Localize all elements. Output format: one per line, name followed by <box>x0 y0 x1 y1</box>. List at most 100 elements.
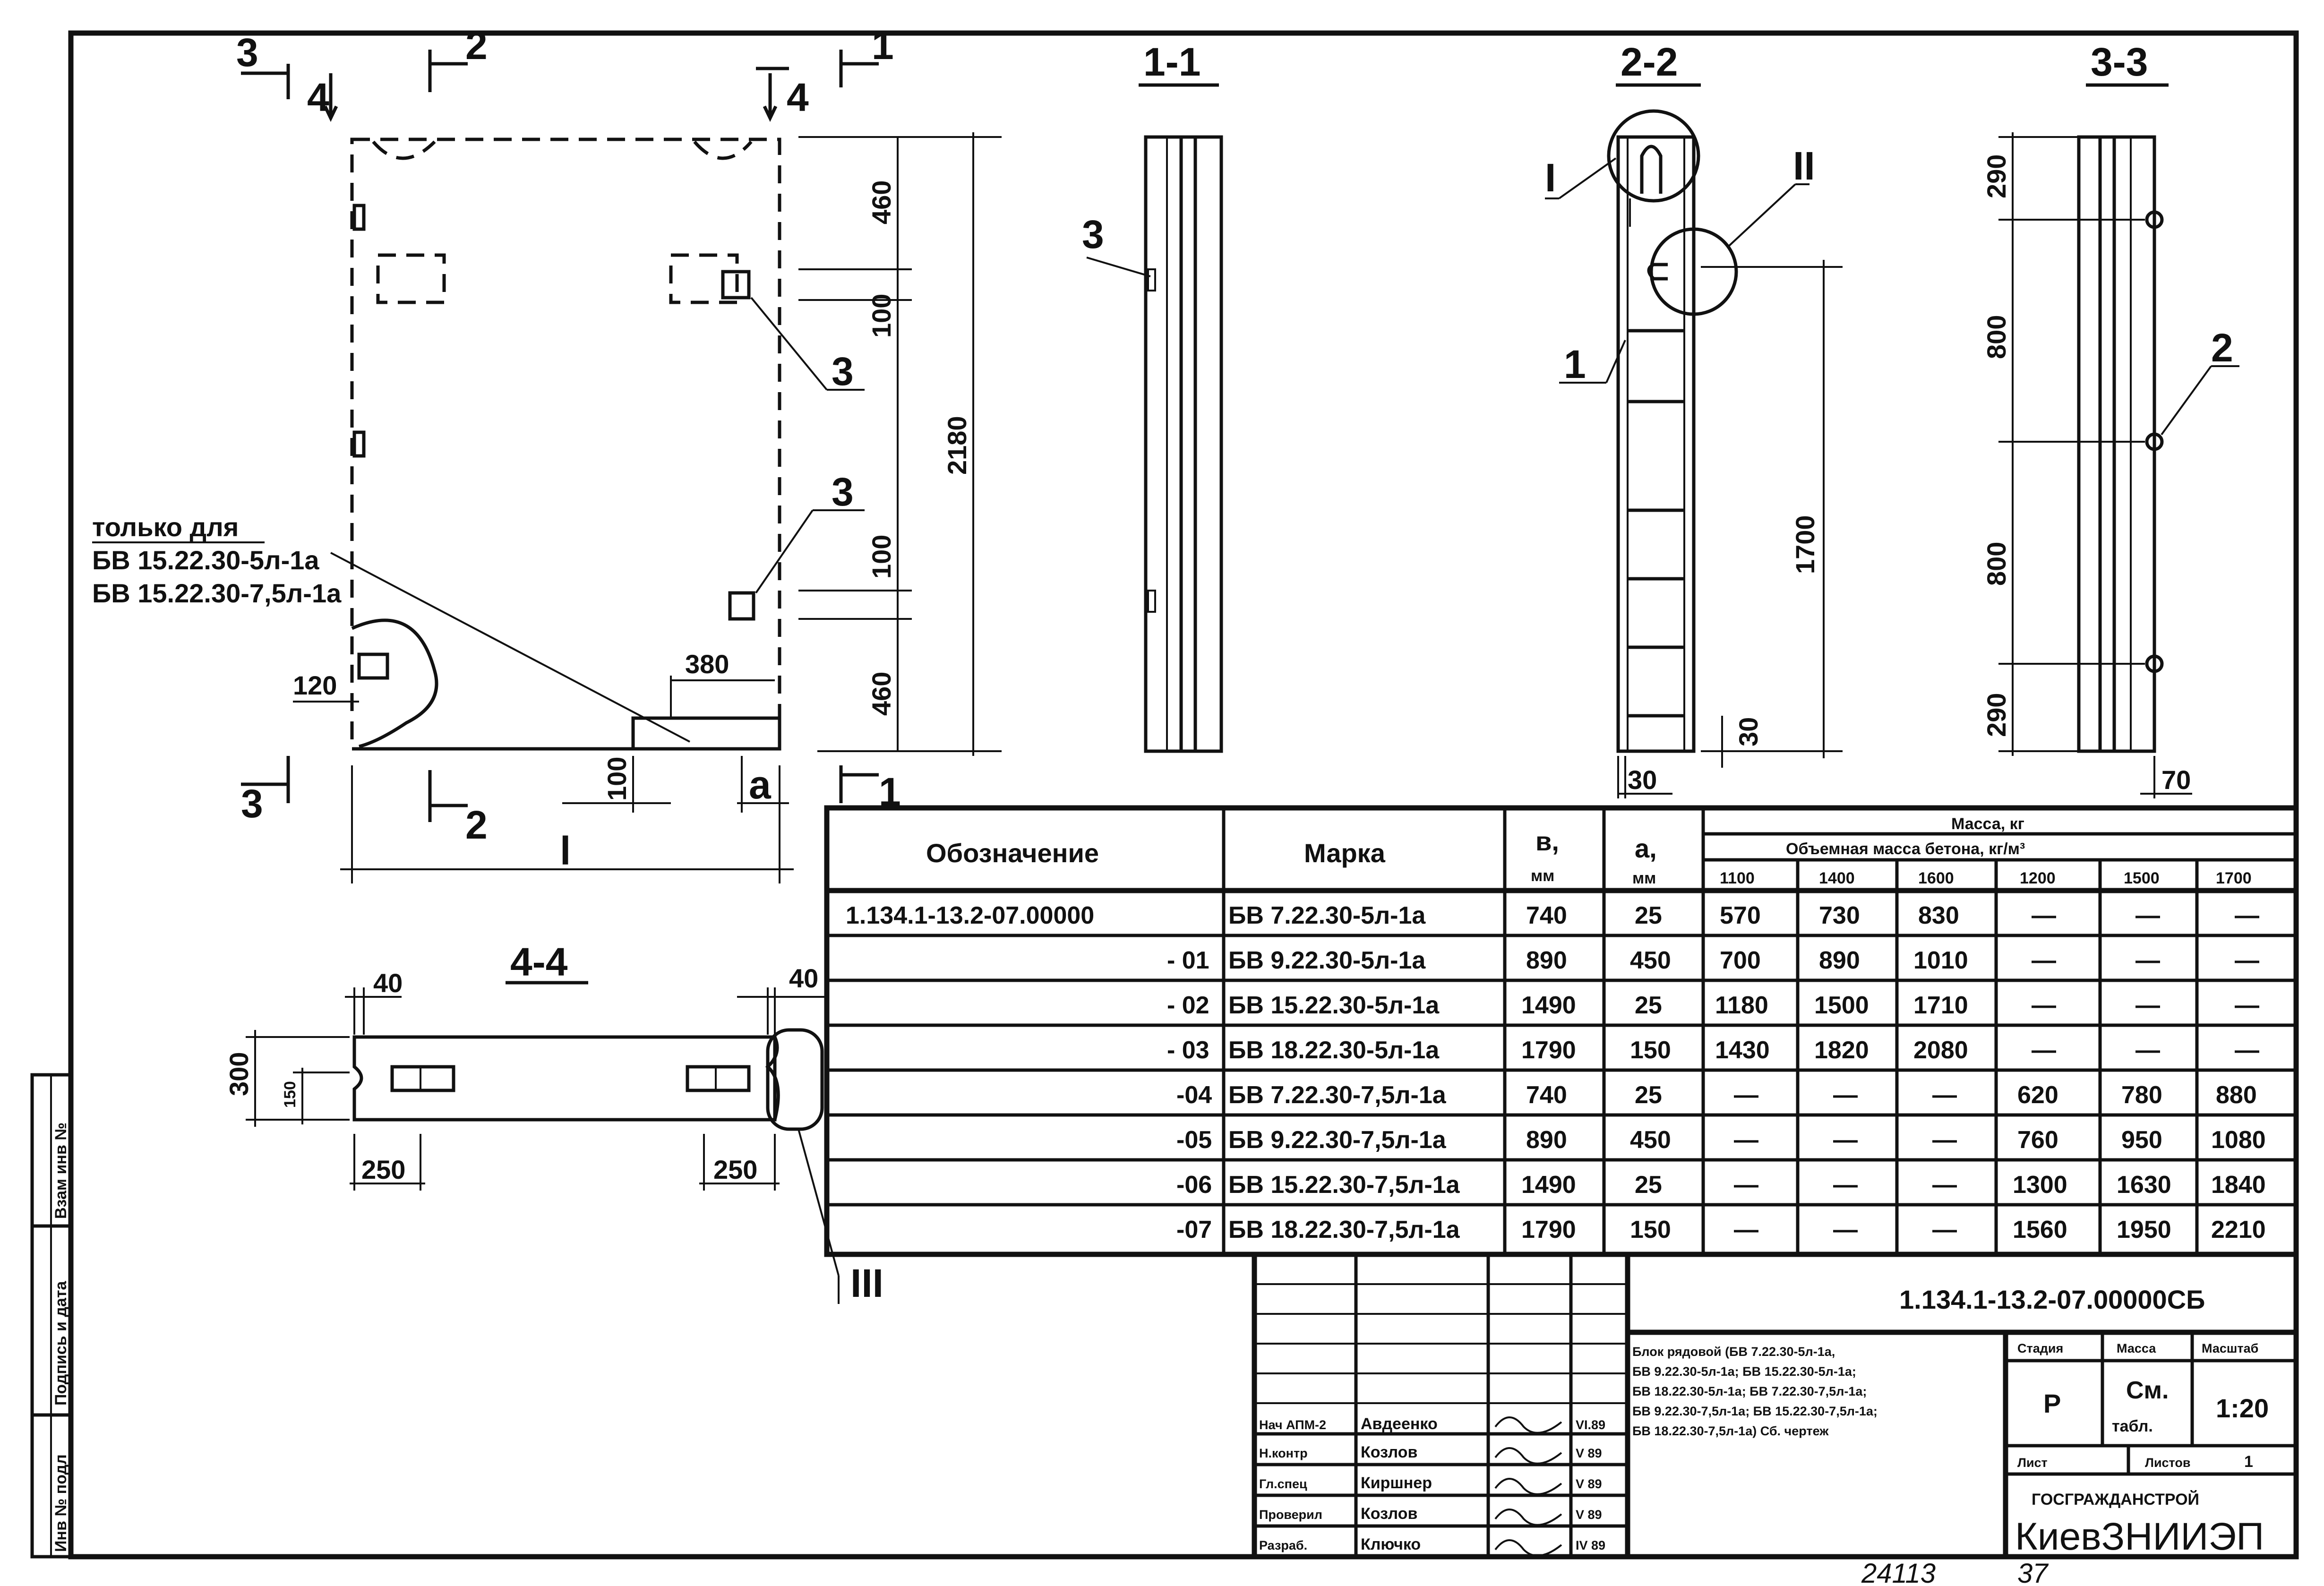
drawing-label: 25 <box>1635 992 1662 1019</box>
drawing-label: 450 <box>1630 1126 1671 1154</box>
drawing-label: 40 <box>373 968 403 998</box>
drawing-label: 100 <box>866 294 896 338</box>
drawing-label: 30 <box>1628 765 1657 795</box>
drawing-label: 1560 <box>2013 1216 2067 1243</box>
side-stamp-field-3: Взам инв № <box>52 1123 70 1219</box>
drawing-label: 700 <box>1720 947 1761 974</box>
drawing-label: 890 <box>1819 947 1860 974</box>
drawing-label: 1300 <box>2013 1171 2067 1199</box>
drawing-label: Листов <box>2145 1456 2191 1470</box>
title-block: Нач АПМ-2 Авдеенко VI.89 Н.контр Козлов … <box>1252 1252 2299 1560</box>
drawing-label: -04 <box>1176 1081 1212 1109</box>
drawing-label: 2 <box>465 803 488 847</box>
drawing-label: 1180 <box>1715 992 1768 1019</box>
drawing-label: 250 <box>713 1155 757 1184</box>
drawing-label: V 89 <box>1576 1477 1602 1491</box>
signature-row: Нач АПМ-2 Авдеенко VI.89 <box>1259 1415 1605 1434</box>
drawing-label: БВ 15.22.30-5л-1а <box>1228 992 1440 1019</box>
section-3-3-title: 3-3 <box>2091 40 2148 84</box>
section-3-3: 3-3 290 800 800 290 2 70 <box>1981 40 2239 798</box>
drawing-label: Киршнер <box>1361 1474 1432 1492</box>
drawing-label: Нач АПМ-2 <box>1259 1418 1326 1432</box>
drawing-label: II <box>1793 144 1815 188</box>
drawing-label: БВ 9.22.30-5л-1а <box>1228 947 1426 974</box>
drawing-label: 1500 <box>1814 992 1869 1019</box>
section-4-4: 4-4 40 40 300 150 250 250 III <box>224 940 883 1305</box>
drawing-label: 2 <box>465 23 488 68</box>
section-1-1-title: 1-1 <box>1143 40 1201 84</box>
drawing-label: Ключко <box>1361 1535 1421 1553</box>
drawing-label: — <box>1833 1081 1858 1109</box>
drawing-label: 740 <box>1526 1081 1567 1109</box>
col-header-designation: Обозначение <box>926 838 1099 868</box>
drawing-label: 3 <box>241 781 263 826</box>
drawing-label: Проверил <box>1259 1508 1322 1522</box>
drawing-label: — <box>2032 902 2056 929</box>
stage-value: Р <box>2043 1389 2061 1418</box>
drawing-label: 1010 <box>1913 947 1968 974</box>
drawing-label: Козлов <box>1361 1443 1417 1461</box>
mass-value-line-2: табл. <box>2112 1417 2153 1435</box>
signature-row: Гл.спец Киршнер V 89 <box>1259 1474 1602 1495</box>
plan-dim-chain: 460 100 2180 100 460 <box>798 132 1002 756</box>
col-header-a: а, <box>1635 833 1657 863</box>
drawing-label: Н.контр <box>1259 1446 1308 1460</box>
drawing-label: a <box>749 763 772 807</box>
drawing-label: IV 89 <box>1576 1538 1605 1552</box>
drawing-label: 1 <box>2244 1453 2253 1471</box>
section-marker-4-top-left: 4 <box>307 73 338 122</box>
drawing-label: — <box>1833 1126 1858 1154</box>
drawing-label: — <box>2235 902 2259 929</box>
drawing-label: 780 <box>2121 1081 2162 1109</box>
drawing-label: 150 <box>1630 1037 1671 1064</box>
side-stamp-field-1: Инв № подл <box>52 1454 70 1552</box>
table-row: -04 БВ 7.22.30-7,5л-1а 740 25 — — — 620 … <box>1176 1081 2257 1109</box>
drawing-label: 4 <box>787 75 809 120</box>
drawing-label: 100 <box>602 757 632 801</box>
scale-value: 1:20 <box>2216 1393 2269 1423</box>
drawing-label: - 01 <box>1167 947 1209 974</box>
drawing-label: Гл.спец <box>1259 1477 1307 1491</box>
drawing-label: 1820 <box>1814 1037 1869 1064</box>
section-1-1: 1-1 3 <box>1082 40 1223 753</box>
section-marker-4-top-right: 4 <box>756 67 809 122</box>
org-line-1: ГОСГРАЖДАНСТРОЙ <box>2032 1490 2199 1509</box>
drawing-label: 290 <box>1981 154 2011 198</box>
doc-code: 1.134.1-13.2-07.00000СБ <box>1899 1285 2205 1314</box>
drawing-label: — <box>1932 1171 1957 1199</box>
drawing-label: - 02 <box>1167 992 1209 1019</box>
drawing-label: 1200 <box>2020 869 2056 887</box>
drawing-label: — <box>1734 1126 1758 1154</box>
col-header-b: в, <box>1535 826 1559 856</box>
drawing-label: - 03 <box>1167 1037 1209 1064</box>
col-header-a-unit: мм <box>1632 869 1656 887</box>
drawing-label: V 89 <box>1576 1446 1602 1460</box>
drawing-label: БВ 18.22.30-5л-1а <box>1228 1037 1440 1064</box>
drawing-label: 2 <box>2211 326 2233 370</box>
drawing-label: БВ 7.22.30-5л-1а <box>1228 902 1426 929</box>
drawing-label: — <box>2032 992 2056 1019</box>
drawing-label: 1100 <box>1720 869 1755 887</box>
drawing-label: 150 <box>281 1081 299 1108</box>
drawing-label: — <box>2135 902 2160 929</box>
drawing-label: 950 <box>2121 1126 2162 1154</box>
drawing-label: 1840 <box>2211 1171 2266 1199</box>
table-row: - 02 БВ 15.22.30-5л-1а 1490 25 1180 1500… <box>1167 992 2259 1019</box>
drawing-label: 3 <box>832 470 854 514</box>
drawing-label: 620 <box>2017 1081 2058 1109</box>
drawing-label: Масса <box>2117 1341 2156 1355</box>
drawing-label: 1790 <box>1521 1037 1576 1064</box>
drawing-label: 460 <box>866 672 896 716</box>
table-row: -06 БВ 15.22.30-7,5л-1а 1490 25 — — — 13… <box>1176 1171 2266 1199</box>
drawing-label: 1490 <box>1521 1171 1576 1199</box>
drawing-label: — <box>2235 1037 2259 1064</box>
drawing-label: 1700 <box>1790 515 1820 574</box>
org-line-2: КиевЗНИИЭП <box>2015 1515 2264 1558</box>
archive-number: 24113 <box>1861 1558 1936 1586</box>
drawing-label: — <box>1833 1216 1858 1243</box>
drawing-label: Масштаб <box>2202 1341 2258 1355</box>
drawing-label: — <box>2135 992 2160 1019</box>
drawing-label: 1 <box>872 23 894 68</box>
drawing-label: — <box>2135 1037 2160 1064</box>
drawing-label: III <box>850 1261 883 1305</box>
